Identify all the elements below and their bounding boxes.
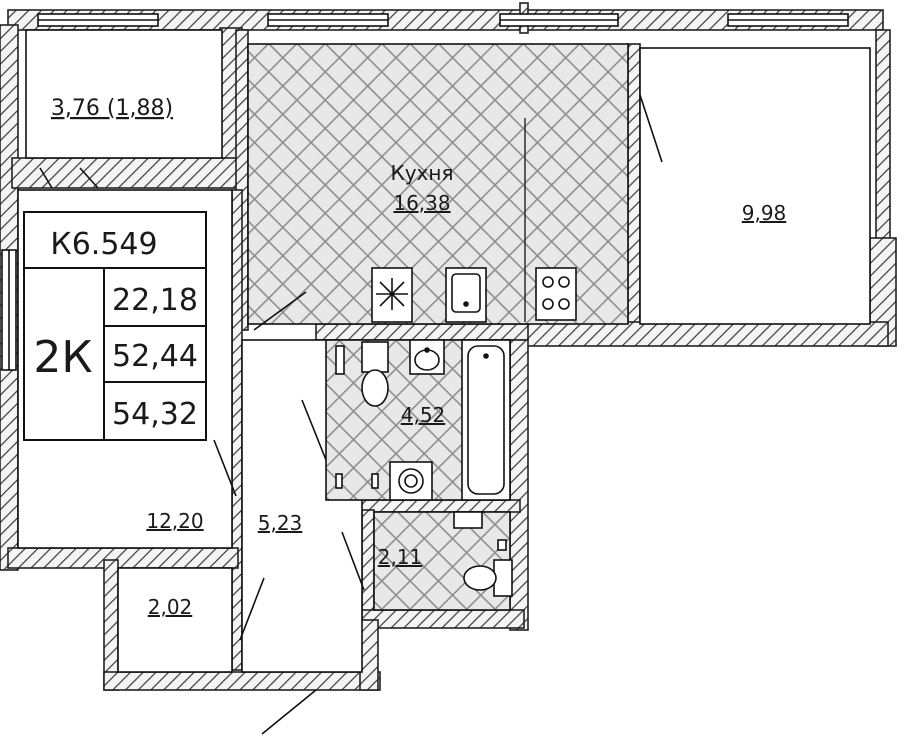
closet-area: 2,02 bbox=[148, 595, 193, 619]
apartment-code: К6.549 bbox=[50, 227, 157, 262]
balcony-area: 3,76 (1,88) bbox=[51, 96, 173, 121]
bathroom-area: 4,52 bbox=[401, 403, 446, 427]
total-area-with-balcony-value: 54,32 bbox=[112, 397, 198, 432]
doors bbox=[39, 94, 663, 735]
door-balcony bbox=[39, 167, 53, 189]
ventilation-icon bbox=[371, 267, 413, 323]
wc-room bbox=[373, 511, 511, 611]
kitchen-area: 16,38 bbox=[393, 191, 450, 215]
bathtub-icon bbox=[461, 339, 511, 501]
apartment-info-table bbox=[23, 211, 207, 441]
door-wc bbox=[341, 531, 365, 591]
door-closet bbox=[239, 577, 265, 641]
stove-icon bbox=[535, 267, 577, 321]
bedroom-right-area: 9,98 bbox=[742, 201, 787, 225]
hallway-area: 5,23 bbox=[258, 511, 303, 535]
wc-sink-icon bbox=[453, 511, 483, 529]
balcony-room bbox=[25, 29, 223, 159]
bedroom-right-room bbox=[639, 47, 871, 325]
labels: К6.549 2К 22,18 52,44 54,32 3,76 (1,88) … bbox=[33, 96, 786, 619]
living-area-value: 22,18 bbox=[112, 283, 198, 318]
door-bedroom-left bbox=[213, 439, 237, 497]
washing-machine-icon bbox=[389, 461, 433, 501]
apartment-type: 2К bbox=[33, 332, 92, 383]
total-area-value: 52,44 bbox=[112, 339, 198, 374]
door-entrance bbox=[261, 689, 317, 735]
door-bathroom bbox=[301, 399, 327, 461]
fixtures bbox=[335, 267, 577, 597]
wc-area: 2,11 bbox=[378, 545, 423, 569]
door-kitchen bbox=[253, 291, 307, 331]
closet-room bbox=[117, 567, 233, 673]
bathroom-toilet-icon bbox=[361, 341, 389, 373]
walls bbox=[0, 2, 897, 691]
door-bedroom-right bbox=[639, 94, 663, 163]
bedroom-left-area: 12,20 bbox=[146, 509, 203, 533]
kitchen-name: Кухня bbox=[391, 161, 454, 185]
windows bbox=[1, 13, 849, 371]
